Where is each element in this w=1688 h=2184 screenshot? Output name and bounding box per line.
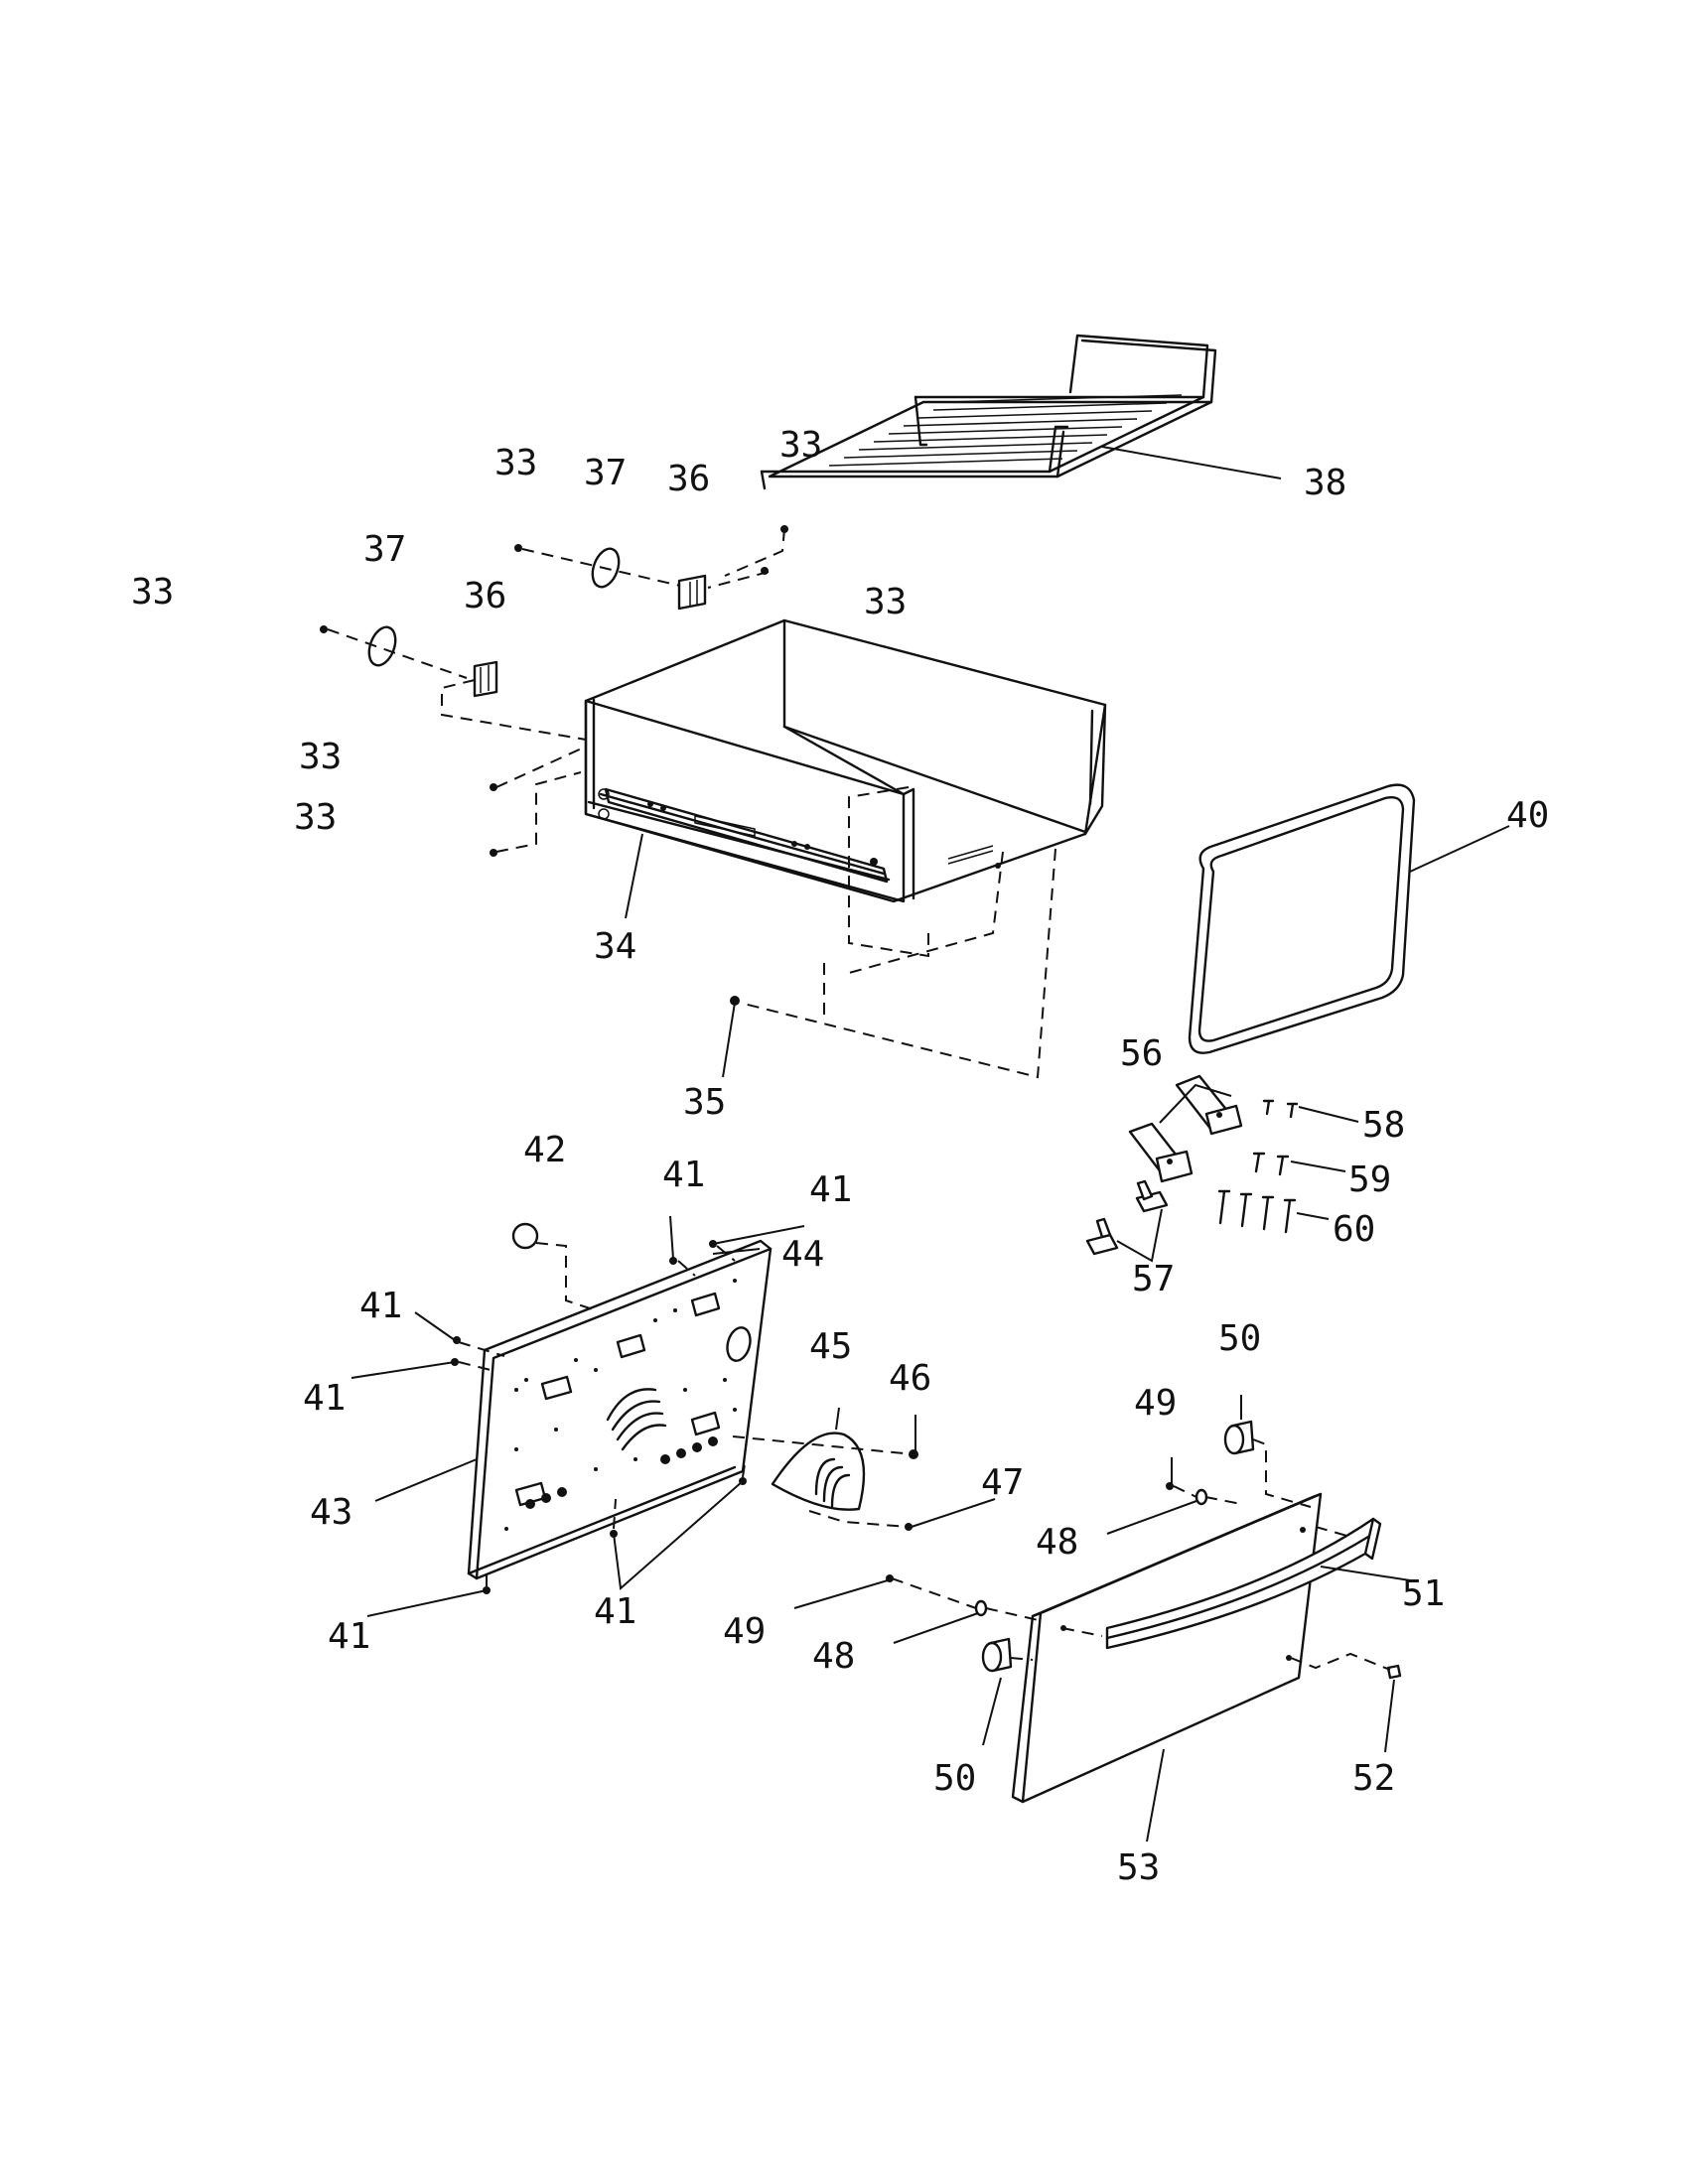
- part-37-disc-lower: [367, 625, 397, 667]
- part-label-37: 37: [363, 529, 406, 570]
- leader-58: [1298, 1106, 1359, 1123]
- leader-38: [1101, 446, 1282, 479]
- leader-53: [1146, 1748, 1165, 1843]
- part-50-spacer-lower: [981, 1637, 1013, 1673]
- part-label-36: 36: [464, 576, 506, 616]
- assembly-line-42: [535, 1242, 597, 1311]
- part-label-50: 50: [1218, 1318, 1261, 1359]
- part-57-clip-right: [1135, 1179, 1169, 1213]
- assembly-line-47: [808, 1510, 910, 1528]
- leader-51: [1320, 1566, 1411, 1581]
- part-45-bezel: [771, 1432, 866, 1511]
- assembly-lines-drawer: [739, 786, 1056, 1079]
- part-51-handle: [1105, 1517, 1382, 1650]
- part-49-screws: [886, 1482, 1174, 1582]
- assembly-lines-door: [891, 1438, 1391, 1671]
- part-label-33: 33: [294, 797, 337, 838]
- screw-dots-33: [320, 525, 788, 857]
- part-label-33: 33: [494, 443, 537, 483]
- part-label-33: 33: [299, 737, 342, 777]
- part-label-37: 37: [584, 453, 627, 493]
- part-label-41: 41: [359, 1286, 402, 1326]
- part-59-screws: [1252, 1152, 1290, 1176]
- part-56-bracket-left: [1128, 1122, 1194, 1183]
- part-46-screw: [909, 1449, 918, 1459]
- part-label-41: 41: [303, 1378, 346, 1419]
- part-label-53: 53: [1117, 1847, 1160, 1888]
- part-38-wire-rack: [760, 334, 1217, 490]
- assembly-lines-upper: [327, 528, 785, 853]
- part-label-57: 57: [1132, 1259, 1175, 1299]
- leader-48a: [1106, 1500, 1197, 1535]
- assembly-lines-panel: [458, 1245, 746, 1586]
- part-58-screws: [1262, 1099, 1299, 1119]
- part-label-49: 49: [1134, 1383, 1177, 1424]
- part-34-drawer-box: [584, 618, 1107, 903]
- part-53-door-front: [1011, 1492, 1323, 1804]
- assembly-line-45: [732, 1435, 914, 1455]
- part-56-bracket-right: [1175, 1074, 1243, 1136]
- part-label-41: 41: [328, 1616, 370, 1657]
- part-35-screw: [730, 996, 740, 1006]
- part-50-spacer-upper: [1223, 1420, 1255, 1455]
- part-label-33: 33: [779, 425, 822, 466]
- part-label-40: 40: [1506, 795, 1549, 836]
- part-label-51: 51: [1402, 1573, 1445, 1614]
- leader-50b: [982, 1677, 1002, 1746]
- leader-60: [1296, 1212, 1330, 1220]
- part-label-50: 50: [933, 1758, 976, 1799]
- part-label-48: 48: [1036, 1522, 1078, 1563]
- leader-59: [1290, 1160, 1346, 1172]
- part-label-33: 33: [864, 582, 907, 622]
- part-label-42: 42: [523, 1130, 566, 1170]
- leaders-41: [351, 1215, 805, 1617]
- part-label-38: 38: [1304, 463, 1346, 503]
- leader-45: [835, 1407, 840, 1431]
- leader-35: [722, 1002, 736, 1078]
- part-label-34: 34: [594, 926, 636, 967]
- leader-52: [1384, 1679, 1395, 1753]
- leader-44: [712, 1248, 761, 1255]
- part-label-44: 44: [781, 1234, 824, 1275]
- part-label-41: 41: [594, 1591, 636, 1632]
- part-label-52: 52: [1352, 1758, 1395, 1799]
- part-label-41: 41: [809, 1169, 852, 1210]
- part-label-49: 49: [723, 1611, 766, 1652]
- part-label-45: 45: [809, 1326, 852, 1367]
- part-47-screw: [905, 1523, 913, 1531]
- part-52-screw: [1386, 1664, 1402, 1680]
- part-42-knob: [511, 1222, 539, 1250]
- part-label-43: 43: [310, 1492, 352, 1533]
- leader-56: [1159, 1083, 1232, 1124]
- part-43-control-panel: [467, 1239, 773, 1580]
- part-label-36: 36: [667, 459, 710, 499]
- part-label-35: 35: [683, 1082, 726, 1123]
- part-label-56: 56: [1120, 1033, 1163, 1074]
- leader-47: [911, 1498, 996, 1528]
- part-label-47: 47: [981, 1462, 1024, 1503]
- leader-57: [1116, 1208, 1163, 1263]
- part-60-screws: [1217, 1189, 1297, 1234]
- part-label-41: 41: [662, 1155, 705, 1195]
- leader-34: [625, 833, 643, 919]
- leader-40: [1409, 825, 1510, 873]
- door-fastener-dots: [1060, 1527, 1306, 1661]
- part-36-bracket-upper: [677, 574, 707, 611]
- part-label-48: 48: [812, 1636, 855, 1677]
- leader-48b: [893, 1612, 979, 1644]
- leader-49b: [793, 1579, 889, 1609]
- part-label-60: 60: [1333, 1209, 1375, 1250]
- part-label-58: 58: [1362, 1105, 1405, 1146]
- part-40-gasket: [1188, 783, 1416, 1054]
- part-label-59: 59: [1348, 1160, 1391, 1200]
- leader-43: [374, 1458, 478, 1502]
- part-36-bracket-lower: [473, 660, 498, 698]
- part-label-46: 46: [889, 1358, 931, 1399]
- part-label-33: 33: [131, 572, 174, 613]
- part-57-clip-left: [1085, 1217, 1119, 1256]
